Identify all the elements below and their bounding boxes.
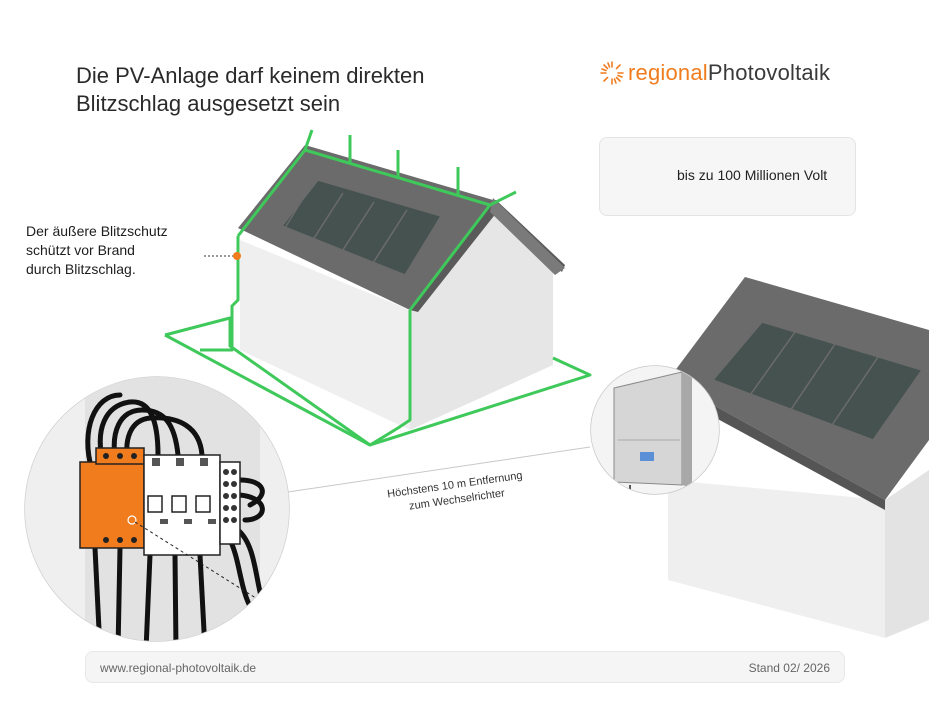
inverter-body [613,371,683,486]
second-house-roof-edge [668,380,885,510]
distance-line [287,446,591,493]
annotation-line-2: schützt vor Brand [26,242,135,258]
inverter-display [640,452,654,461]
ridge-conductor [236,148,492,311]
air-terminal [303,129,314,151]
surge-protector-device [79,447,145,549]
footer-url-link[interactable]: www.regional-photovoltaik.de [100,661,257,675]
second-house [668,277,929,638]
air-terminal [489,190,517,207]
house-roof-edge [410,200,565,312]
house-roof-gable-overhang [490,198,565,275]
house-gable-wall [410,210,553,430]
inverter-side [682,372,692,488]
page-title: Die PV-Anlage darf keinem direkten Blitz… [76,62,425,118]
inverter-zoom [590,365,720,495]
down-conductor [200,236,240,352]
earth-ring-conductor [164,333,371,447]
lightning-protection-annotation: Der äußere Blitzschutz schützt vor Brand… [26,222,168,279]
logo-text-photovoltaik: Photovoltaik [707,60,831,85]
title-line-2: Blitzschlag ausgesetzt sein [76,91,341,116]
surge-protector-indicator [127,515,137,525]
second-house-gable-wall [885,470,929,638]
lightning-protection-system [164,129,592,447]
annotation-marker [233,252,241,260]
voltage-info-box: bis zu 100 Millionen Volt [599,137,856,216]
down-conductor [369,310,412,447]
roof-solar-panels [279,179,443,276]
surge-protection-zoom [24,376,290,642]
brand-logo: regionalPhotovoltaik [628,58,830,88]
footer-bar: www.regional-photovoltaik.de Stand 02/ 2… [85,651,845,683]
circuit-breaker [143,454,221,556]
zoom-pointer-line [134,521,279,613]
logo-text-regional: regional [628,60,708,85]
second-house-wall [668,480,885,638]
sun-icon [600,61,624,85]
earth-ring-conductor [164,316,592,447]
terminal-block [219,461,241,545]
footer-date: Stand 02/ 2026 [748,661,830,675]
second-house-solar-panels [711,321,924,441]
annotation-line-3: durch Blitzschlag. [26,261,136,277]
annotation-line-1: Der äußere Blitzschutz [26,223,168,239]
house-front-wall [240,240,410,430]
title-line-1: Die PV-Anlage darf keinem direkten [76,63,425,88]
voltage-info-text: bis zu 100 Millionen Volt [677,167,828,183]
